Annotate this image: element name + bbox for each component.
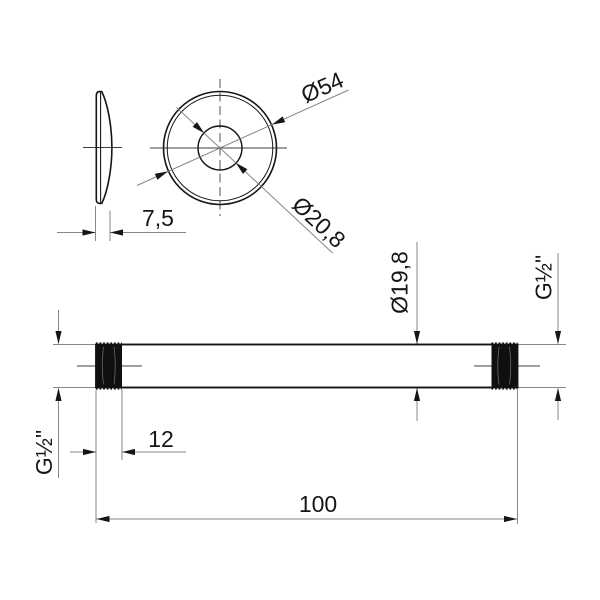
- pipe-thread-left: [96, 342, 122, 390]
- arrowhead: [55, 388, 62, 401]
- dimension-pipe-diameter: Ø19,8: [387, 242, 421, 421]
- arrowhead: [554, 331, 562, 344]
- arrowhead: [413, 388, 421, 401]
- arrowhead: [154, 171, 168, 180]
- flange-inner-ring: [166, 94, 274, 202]
- dimension-label-pipe-diameter: Ø19,8: [387, 251, 413, 314]
- flange-front-view: [150, 79, 287, 216]
- arrowhead: [96, 515, 110, 523]
- arrowhead: [554, 388, 562, 401]
- arrowhead: [413, 331, 421, 344]
- dimension-pipe-length: 100: [95, 390, 518, 524]
- arrowhead: [110, 229, 123, 236]
- dimension-thread-length: 12: [70, 390, 186, 460]
- thread-block: [491, 344, 518, 388]
- thread-block: [96, 344, 122, 388]
- flange-profile-outline: [95, 90, 113, 205]
- thread-flank: [509, 346, 512, 385]
- arrowhead: [55, 331, 62, 344]
- dimension-line: [136, 89, 349, 186]
- thread-flank: [497, 346, 500, 385]
- flange-side-view: [83, 90, 122, 205]
- thread-flank: [101, 346, 104, 385]
- arrowhead: [235, 162, 248, 174]
- thread-flank: [113, 346, 116, 385]
- dimension-label-thread-size-left: G½": [31, 430, 57, 475]
- arrowhead: [504, 515, 517, 523]
- dimension-label-thread-size-right: G½": [531, 255, 557, 300]
- arrowhead: [192, 122, 205, 134]
- flange-outer-circle: [162, 90, 278, 206]
- dimension-label-hole-diameter: Ø20,8: [287, 191, 351, 253]
- dimension-hole-diameter: Ø20,8: [176, 107, 351, 254]
- arrowhead: [122, 448, 135, 456]
- dimension-label-flange-thickness: 7,5: [142, 205, 174, 231]
- pipe-view: [53, 342, 566, 390]
- arrowhead: [82, 229, 96, 236]
- pipe-thread-right: [491, 342, 518, 390]
- flange-hole-circle: [197, 125, 243, 171]
- dimension-thread-size-right: G½": [531, 253, 562, 420]
- dimension-label-pipe-length: 100: [299, 491, 337, 517]
- pipe-body: [95, 343, 519, 389]
- dimension-flange-thickness: 7,5: [57, 205, 186, 241]
- dimension-thread-size-left: G½": [31, 310, 62, 478]
- arrowhead: [272, 116, 286, 125]
- dimension-label-thread-length: 12: [148, 426, 174, 452]
- arrowhead: [83, 448, 96, 456]
